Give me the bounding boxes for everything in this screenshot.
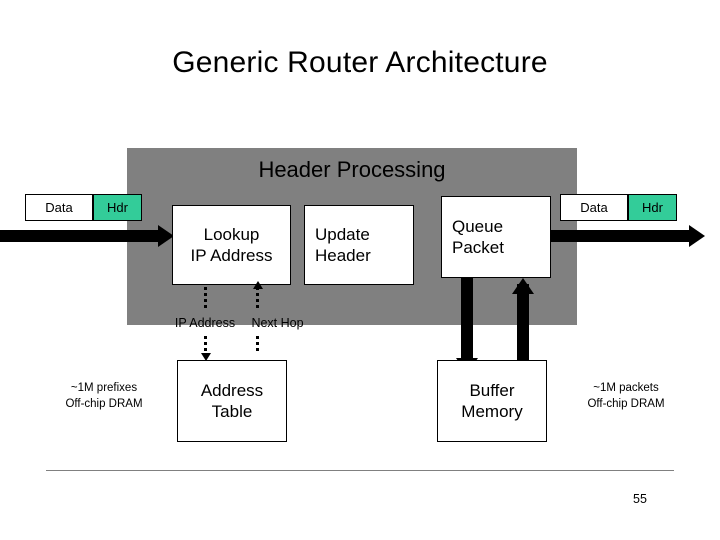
annotation-left-line1: ~1M prefixes: [70, 382, 138, 394]
output-packet-hdr-label: Hdr: [642, 200, 663, 215]
input-packet-data: Data: [25, 194, 93, 221]
dotted-ip-address-lower: [204, 336, 207, 354]
input-packet-data-label: Data: [45, 200, 73, 215]
dotted-ip-address-arrow-icon: [201, 353, 211, 361]
output-packet-hdr: Hdr: [628, 194, 677, 221]
dotted-ip-address-upper: [204, 287, 207, 309]
block-update-line1: Update: [315, 224, 370, 244]
block-update-line2: Header: [315, 246, 371, 265]
output-arrow-line: [551, 230, 691, 242]
output-packet-data-label: Data: [580, 200, 608, 215]
output-packet-data: Data: [560, 194, 628, 221]
annotation-left: ~1M prefixes Off-chip DRAM: [34, 381, 174, 412]
input-arrow-head-icon: [158, 225, 174, 247]
block-lookup-ip-address: Lookup IP Address: [172, 205, 291, 285]
block-update-header: Update Header: [304, 205, 414, 285]
dotted-next-hop-lower: [256, 336, 259, 354]
block-queue-line2: Packet: [452, 238, 504, 257]
block-buffer-memory-line2: Memory: [461, 402, 523, 421]
buffer-to-queue-arrow-icon: [512, 278, 534, 294]
dotted-next-hop-upper: [256, 287, 259, 309]
block-lookup-line2: IP Address: [190, 246, 273, 265]
block-buffer-memory-line1: Buffer: [469, 380, 515, 400]
page-title: Generic Router Architecture: [172, 46, 548, 79]
header-processing-label: Header Processing: [258, 157, 446, 182]
dotted-next-hop-arrow-icon: [253, 281, 263, 289]
output-arrow-head-icon: [689, 225, 705, 247]
queue-to-buffer-line: [461, 278, 473, 360]
page-number: 55: [633, 492, 647, 506]
block-address-table: Address Table: [177, 360, 287, 442]
annotation-right: ~1M packets Off-chip DRAM: [556, 381, 696, 412]
block-queue-line1: Queue: [452, 216, 504, 236]
block-buffer-memory: Buffer Memory: [437, 360, 547, 442]
input-arrow-line: [0, 230, 160, 242]
block-address-table-line2: Table: [211, 402, 253, 421]
annotation-right-line2: Off-chip DRAM: [587, 397, 665, 410]
footer-divider: [46, 470, 674, 471]
annotation-left-line2: Off-chip DRAM: [65, 397, 143, 410]
annotation-right-line1: ~1M packets: [593, 382, 659, 394]
buffer-to-queue-line: [517, 284, 529, 360]
block-lookup-line1: Lookup: [203, 224, 260, 244]
input-packet-hdr-label: Hdr: [107, 200, 128, 215]
input-packet-hdr: Hdr: [93, 194, 142, 221]
block-queue-packet: Queue Packet: [441, 196, 551, 278]
label-next-hop: Next Hop: [251, 316, 304, 330]
label-ip-address: IP Address: [174, 316, 236, 330]
block-address-table-line1: Address: [200, 380, 264, 400]
